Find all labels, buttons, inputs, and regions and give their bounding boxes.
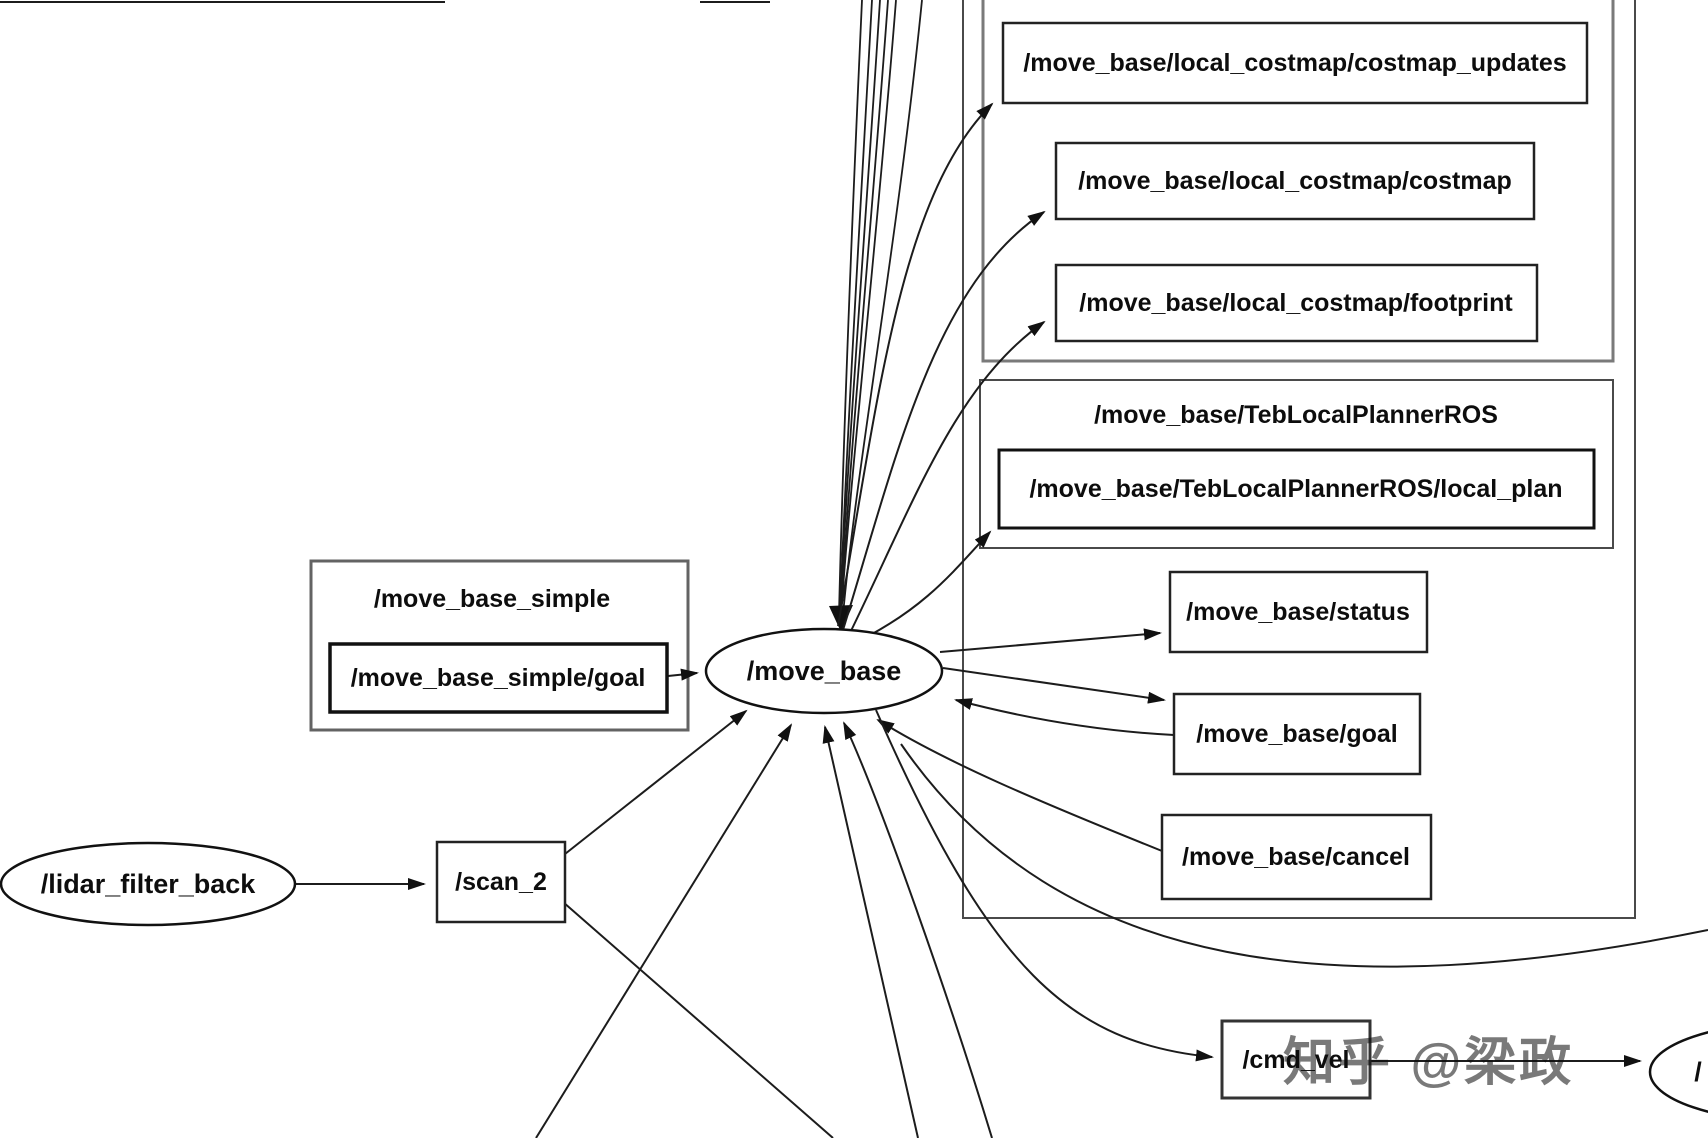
zhihu-watermark: 知乎 @梁政 <box>1283 1034 1574 1092</box>
right-partial-node <box>1648 1031 1708 1113</box>
cancel-topic-box <box>1160 813 1433 901</box>
edge-bottom-to-move-base-2 <box>843 721 993 1138</box>
cmd-vel-topic-label: /cmd_vel <box>1242 1046 1349 1074</box>
move-base-node <box>704 627 944 715</box>
edge-move-base-to-status <box>939 628 1162 653</box>
edge-simple-goal-to-move-base <box>667 668 699 681</box>
cluster-teb-local-planner <box>979 379 1614 549</box>
edge-bottom-left-to-move-base <box>535 723 793 1138</box>
footprint-topic-label: /move_base/local_costmap/footprint <box>1079 289 1513 317</box>
edge-move-base-to-costmap-updates <box>837 102 994 627</box>
local-plan-topic-box <box>997 448 1596 530</box>
costmap-updates-topic-label: /move_base/local_costmap/costmap_updates <box>1023 49 1566 77</box>
cancel-topic-label: /move_base/cancel <box>1182 843 1410 871</box>
move-base-label: /move_base <box>747 656 902 686</box>
edge-scan2-to-move-base <box>564 709 748 855</box>
footprint-topic-box <box>1054 263 1539 343</box>
scan2-topic-label: /scan_2 <box>455 868 547 896</box>
edge-bundle-top-into-move-base <box>829 0 923 632</box>
edge-cancel-to-move-base <box>876 718 1163 852</box>
edge-bottom-to-move-base-1 <box>822 725 919 1138</box>
status-topic-label: /move_base/status <box>1186 598 1410 626</box>
move-base-simple-goal-topic-box <box>328 642 669 714</box>
goal-topic-box <box>1172 692 1422 776</box>
cluster-move-base-simple <box>309 559 690 732</box>
edge-move-base-to-costmap <box>842 210 1046 631</box>
local-plan-topic-label: /move_base/TebLocalPlannerROS/local_plan <box>1029 475 1562 503</box>
edge-move-base-to-footprint <box>848 320 1046 636</box>
edge-move-base-to-goal <box>942 667 1166 704</box>
goal-topic-label: /move_base/goal <box>1196 720 1397 748</box>
costmap-updates-topic-box <box>1001 21 1589 105</box>
cluster-local-costmap <box>981 0 1615 363</box>
edge-move-base-to-local-plan <box>856 530 992 643</box>
lidar-filter-back-label: /lidar_filter_back <box>41 869 257 899</box>
move-base-simple-goal-topic-label: /move_base_simple/goal <box>351 664 646 692</box>
right-partial-node-label: / <box>1694 1057 1702 1087</box>
edge-move-base-sweep-right <box>900 743 1708 968</box>
edge-move-base-to-cmd-vel <box>875 709 1214 1062</box>
scan2-topic-box <box>435 840 567 924</box>
costmap-topic-label: /move_base/local_costmap/costmap <box>1078 167 1512 195</box>
status-topic-box <box>1168 570 1429 654</box>
move-base-simple-cluster-label: /move_base_simple <box>374 585 610 613</box>
edge-scan2-to-bottom-right <box>562 901 834 1138</box>
edge-goal-to-move-base <box>954 698 1175 736</box>
costmap-topic-box <box>1054 141 1536 221</box>
cmd-vel-topic-box <box>1220 1019 1372 1100</box>
cluster-move-base-namespace <box>962 0 1636 919</box>
teb-cluster-label: /move_base/TebLocalPlannerROS <box>1094 401 1498 429</box>
lidar-filter-back-node <box>0 841 297 927</box>
